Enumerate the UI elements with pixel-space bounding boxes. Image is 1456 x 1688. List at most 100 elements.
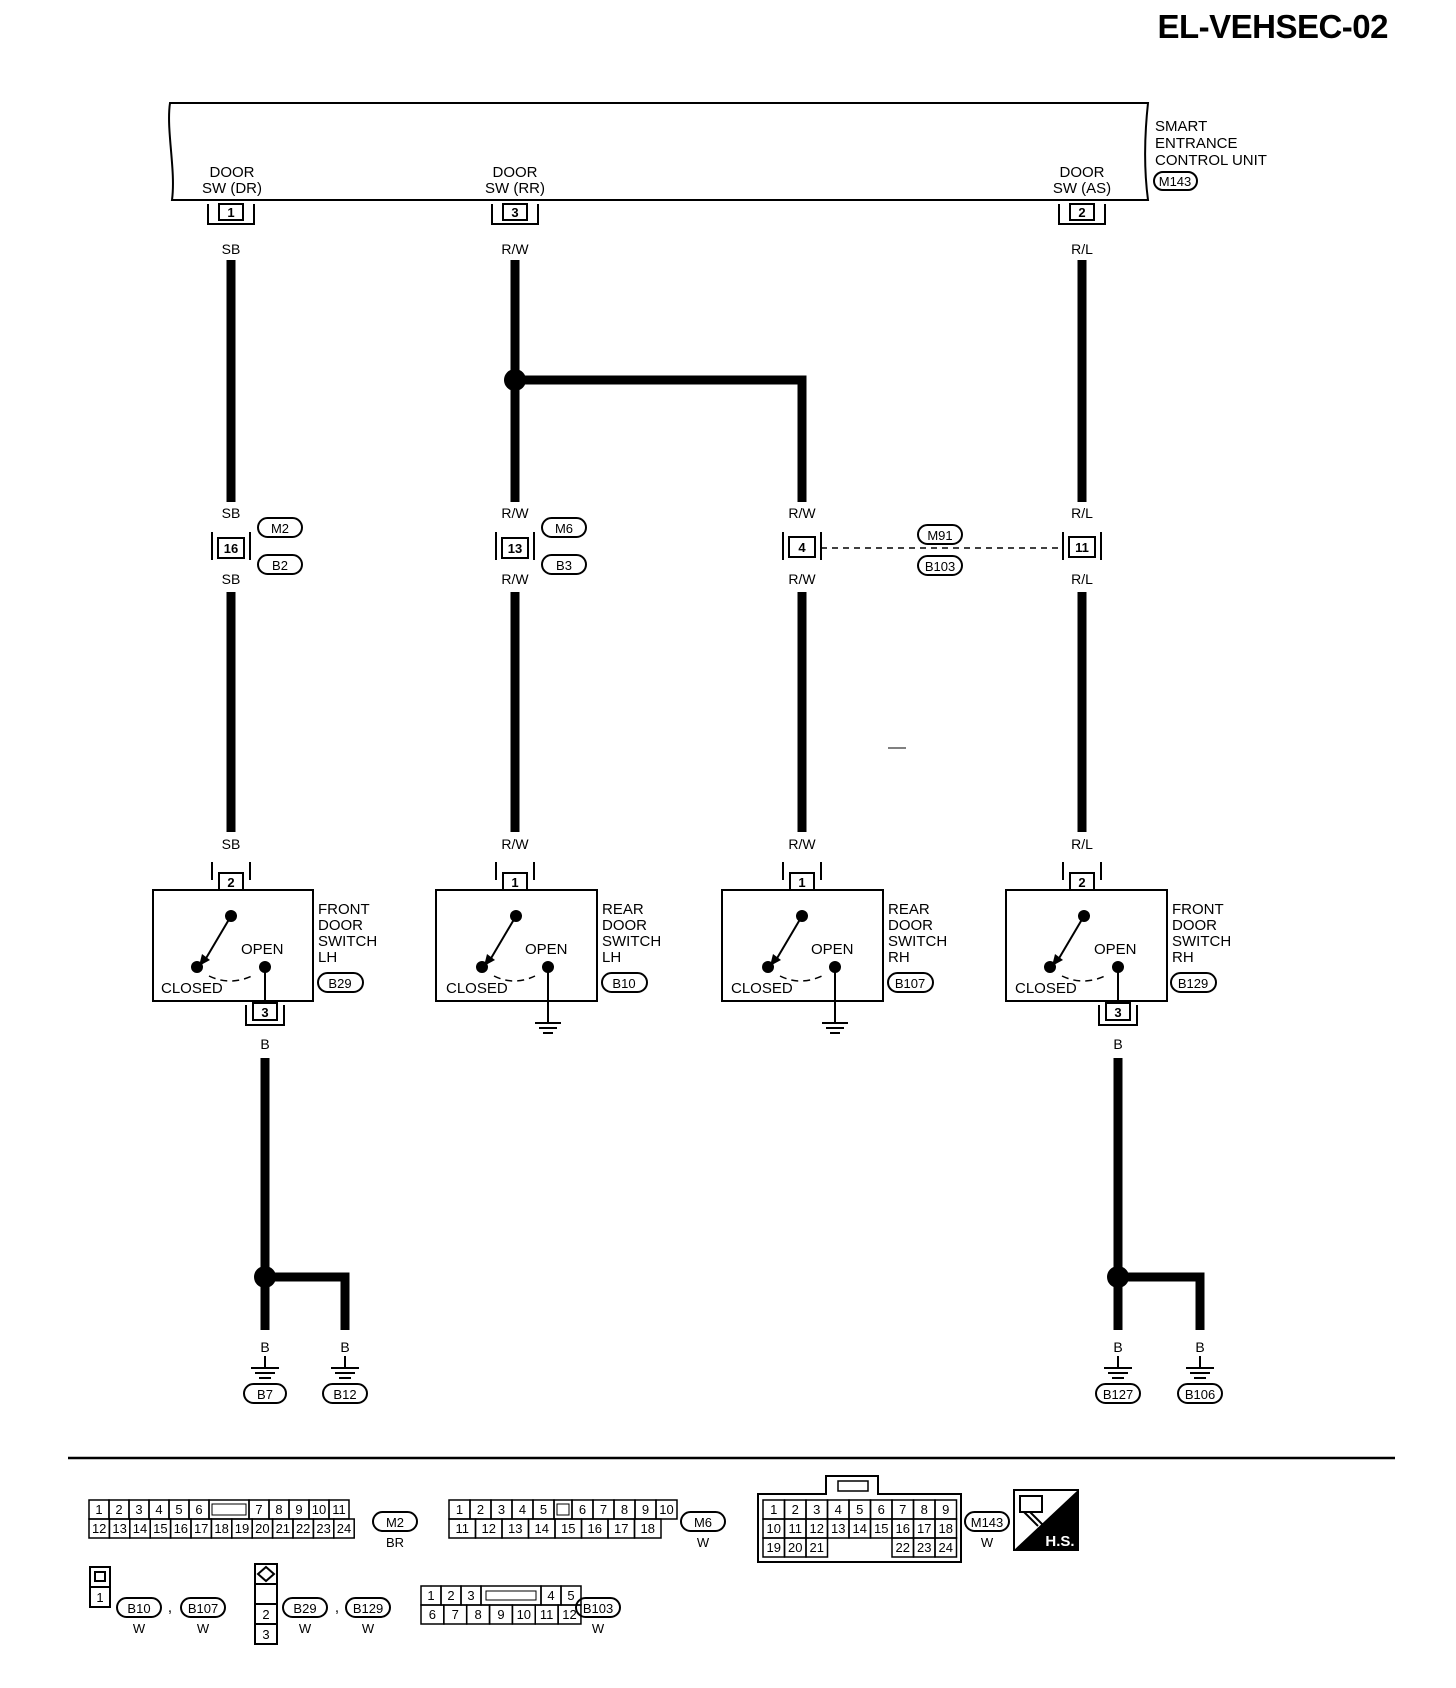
ground-b106: B B106 xyxy=(1177,1339,1223,1404)
conn-m143-color: W xyxy=(981,1535,994,1550)
link-tag-lower: B103 xyxy=(925,559,955,574)
sw3-name-3: SWITCH xyxy=(888,933,947,950)
sw1-name-3: SWITCH xyxy=(318,933,377,950)
connector-key-inner xyxy=(485,1590,537,1601)
sw1-connector-tag: B29 xyxy=(328,976,351,991)
connector-pin-label: 10 xyxy=(767,1521,781,1536)
connector-pin-label: 10 xyxy=(517,1607,531,1622)
harness-symbol: H.S. xyxy=(1013,1489,1079,1551)
connector-pin-label: 18 xyxy=(214,1521,228,1536)
joint1-upper-tag: M2 xyxy=(271,521,289,536)
connector-pin-label: 5 xyxy=(567,1588,574,1603)
connector-pin-label: 21 xyxy=(276,1521,290,1536)
link-tag-upper: M91 xyxy=(927,528,952,543)
sw1-in-pin: 2 xyxy=(227,875,234,890)
terminal-dr-label-2: SW (DR) xyxy=(202,180,262,197)
terminal-rr-label-2: SW (RR) xyxy=(485,180,545,197)
front-door-switch-rh: R/L 2 OPEN CLOSED 3 FRONT DOOR SWITCH RH… xyxy=(1005,836,1231,1026)
connector-pin-label: 2 xyxy=(447,1588,454,1603)
conn-b103-color: W xyxy=(592,1621,605,1636)
joint4-pin: 11 xyxy=(1075,540,1089,555)
terminal-as-label-2: SW (AS) xyxy=(1053,180,1111,197)
ground-b7-wire: B xyxy=(260,1339,269,1355)
connector-pin-label: 8 xyxy=(921,1502,928,1517)
connector-pin-label: 2 xyxy=(115,1502,122,1517)
sw2-name-1: REAR xyxy=(602,901,644,918)
ground-b7-tag: B7 xyxy=(257,1387,273,1402)
sw4-name-1: FRONT xyxy=(1172,901,1224,918)
connector-pin-label: 19 xyxy=(235,1521,249,1536)
connector-pin-label: 10 xyxy=(312,1502,326,1517)
connector-pin-label: 16 xyxy=(174,1521,188,1536)
connector-pin-label: 16 xyxy=(588,1521,602,1536)
conn-b29-color: W xyxy=(299,1621,312,1636)
joint2-wire-below: R/W xyxy=(501,571,529,587)
connector-key xyxy=(480,1585,542,1606)
sw1-name-1: FRONT xyxy=(318,901,370,918)
connector-pin-label: 9 xyxy=(295,1502,302,1517)
connector-pin-label: 6 xyxy=(878,1502,885,1517)
connector-pin-label: 11 xyxy=(332,1502,346,1517)
connector-pin-label: 1 xyxy=(95,1502,102,1517)
connector-pin-label: 21 xyxy=(810,1540,824,1555)
connector-pin-label: 15 xyxy=(561,1521,575,1536)
connector-pin-label: 9 xyxy=(497,1607,504,1622)
connector-pin-label: 3 xyxy=(135,1502,142,1517)
connector-pin-label: 17 xyxy=(614,1521,628,1536)
ground-b127: B B127 xyxy=(1095,1339,1141,1404)
wire-label-sb-top: SB xyxy=(222,241,241,257)
conn-b10-tag: B10 xyxy=(127,1601,150,1616)
connector-pin-label: 23 xyxy=(917,1540,931,1555)
conn-b10-pin: 1 xyxy=(96,1590,103,1605)
connector-pin-label: 4 xyxy=(835,1502,842,1517)
connector-pin-label: 7 xyxy=(899,1502,906,1517)
connector-pin-label: 4 xyxy=(519,1502,526,1517)
connector-pin-label: 6 xyxy=(195,1502,202,1517)
sw2-name-2: DOOR xyxy=(602,917,647,934)
connector-pin-label: 4 xyxy=(155,1502,162,1517)
ground-b106-wire: B xyxy=(1195,1339,1204,1355)
connector-cell xyxy=(655,1499,678,1520)
conn-m143-tag: M143 xyxy=(971,1515,1004,1530)
connector-pin-label: 2 xyxy=(477,1502,484,1517)
sw1-out-pin: 3 xyxy=(261,1005,268,1020)
sw4-in-pin: 2 xyxy=(1078,875,1085,890)
unit-pin-dr: 1 xyxy=(227,205,234,220)
joint2-pin: 13 xyxy=(508,541,522,556)
sw1-name-2: DOOR xyxy=(318,917,363,934)
conn-m6-color: W xyxy=(697,1535,710,1550)
connector-pin-label: 13 xyxy=(831,1521,845,1536)
sw4-name-4: RH xyxy=(1172,949,1194,966)
conn-b107-tag: B107 xyxy=(188,1601,218,1616)
sw3-name-1: REAR xyxy=(888,901,930,918)
joint3-wire-above: R/W xyxy=(788,505,816,521)
connector-pin-label: 6 xyxy=(579,1502,586,1517)
harness-side-label: H.S. xyxy=(1045,1533,1074,1550)
sw3-in-pin: 1 xyxy=(798,875,805,890)
sw3-open-label: OPEN xyxy=(811,941,854,958)
ground-b12-wire: B xyxy=(340,1339,349,1355)
connector-pin-label: 12 xyxy=(482,1521,496,1536)
connector-pin-label: 11 xyxy=(789,1521,803,1536)
connector-key xyxy=(556,1503,570,1516)
connector-pin-label: 14 xyxy=(853,1521,867,1536)
joint2-lower-tag: B3 xyxy=(556,558,572,573)
sw4-open-label: OPEN xyxy=(1094,941,1137,958)
wires-upper xyxy=(226,260,1087,502)
connector-pin-label: 12 xyxy=(810,1521,824,1536)
joint4-wire-above: R/L xyxy=(1071,505,1093,521)
conn-b107-color: W xyxy=(197,1621,210,1636)
connector-pin-label: 12 xyxy=(92,1521,106,1536)
joint1-pin: 16 xyxy=(224,541,238,556)
connector-view-b10: 1 B10 W , B107 W xyxy=(89,1566,226,1636)
ground-wires: B B xyxy=(254,1036,1205,1330)
sw4-connector-tag: B129 xyxy=(1178,976,1208,991)
conn-b10-separator: , xyxy=(168,1599,172,1616)
conn-m2-color: BR xyxy=(386,1535,404,1550)
connector-m143-tag: M143 W xyxy=(964,1511,1010,1550)
joint1-wire-above: SB xyxy=(222,505,241,521)
